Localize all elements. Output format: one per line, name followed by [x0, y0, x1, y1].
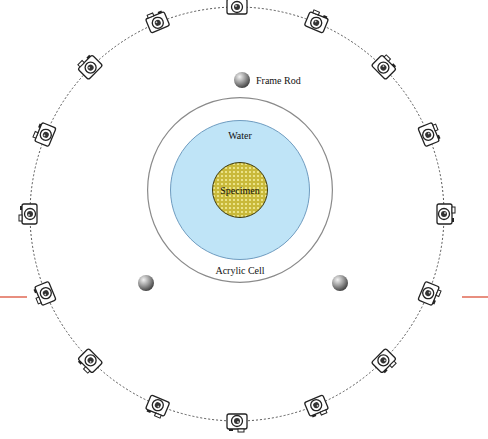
- frame-rod: [138, 275, 154, 291]
- red-mark: [462, 296, 488, 297]
- camera-icon: [304, 9, 329, 33]
- specimen: Specimen: [212, 162, 268, 218]
- frame-rod: [332, 275, 348, 291]
- camera-icon: [76, 53, 103, 80]
- camera-icon: [371, 348, 398, 375]
- cell-label: Acrylic Cell: [215, 265, 264, 276]
- camera-icon: [227, 0, 247, 14]
- camera-icon: [76, 348, 103, 375]
- red-mark: [0, 296, 27, 297]
- camera-icon: [227, 414, 247, 432]
- camera-icon: [19, 204, 37, 224]
- camera-icon: [304, 395, 329, 419]
- part-label: Frame Rod: [256, 75, 301, 86]
- camera-icon: [437, 204, 455, 224]
- camera-icon: [144, 395, 169, 419]
- camera-icon: [32, 121, 56, 146]
- water-label: Water: [228, 130, 252, 141]
- camera-icon: [32, 281, 56, 306]
- camera-icon: [144, 9, 169, 33]
- camera-icon: [371, 53, 398, 80]
- camera-ring: [30, 7, 444, 421]
- acrylic-cell: Acrylic Cell WaterSpecimen: [147, 97, 333, 283]
- frame-rod: [234, 72, 250, 88]
- camera-icon: [418, 281, 442, 306]
- specimen-label: Specimen: [220, 185, 259, 196]
- camera-icon: [418, 121, 442, 146]
- water-region: WaterSpecimen: [170, 120, 310, 260]
